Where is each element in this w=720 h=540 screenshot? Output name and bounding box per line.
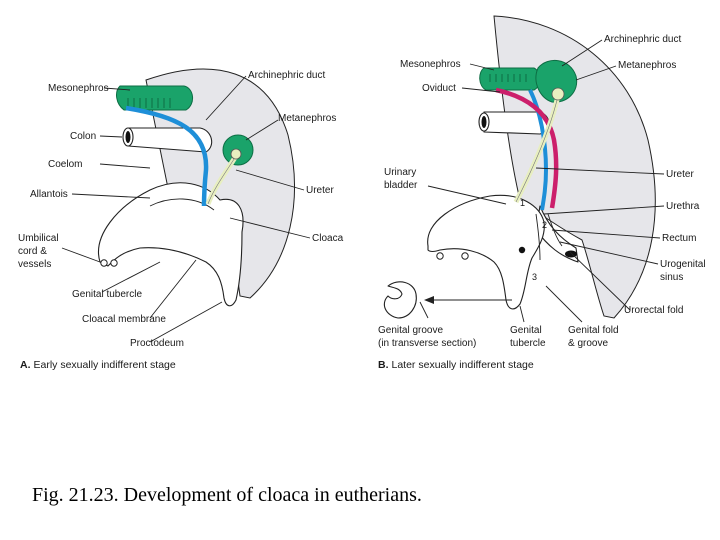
panel-b-urogenital-sinus-label-1: Urogenital — [660, 259, 706, 270]
panel-a-colon-label: Colon — [70, 131, 96, 142]
panel-b-title-letter: B. — [378, 359, 389, 371]
panel-a-leaders — [61, 75, 311, 343]
panel-a-umbilical-vessel-2 — [110, 259, 118, 267]
panel-b-oviduct-label: Oviduct — [422, 83, 456, 94]
panel-a-allantois-label: Allantois — [30, 189, 68, 200]
panel-b-ureteric-bud — [551, 87, 565, 101]
panel-a-genital-tubercle-label: Genital tubercle — [72, 289, 142, 300]
panel-b-genital-groove-label-2: (in transverse section) — [378, 338, 476, 349]
panel-b-sinus-opening — [518, 246, 526, 254]
panel-a-ureter-label: Ureter — [306, 185, 334, 196]
panel-b-urethra-wall — [535, 213, 541, 261]
panel-b-urorectal-wall — [547, 213, 563, 247]
panel-b-colon-lumen-dark — [481, 116, 487, 128]
panel-b-ureter-edge — [515, 95, 559, 203]
panel-a-cloaca-label: Cloaca — [312, 233, 344, 244]
panel-b-title-text: Later sexually indifferent stage — [392, 359, 534, 371]
panel-b-genital-groove-label-1: Genital groove — [378, 325, 443, 336]
panel-a-cloaca — [98, 182, 244, 307]
panel-b-leaders — [419, 39, 665, 323]
panel-b-title: B.Later sexually indifferent stage — [378, 359, 534, 371]
panel-b-genital-tubercle-label-1: Genital — [510, 325, 542, 336]
panel-a-title-text: Early sexually indifferent stage — [34, 359, 176, 371]
panel-b-urinary-bladder-label-1: Urinary — [384, 167, 416, 178]
panel-b-genital-fold-label-2: & groove — [568, 338, 608, 349]
panel-b-mesonephric-tubules — [489, 74, 527, 82]
panel-a-title-letter: A. — [20, 359, 31, 371]
panel-b-metanephros — [535, 60, 578, 103]
panel-b-num-1: 1 — [520, 198, 525, 208]
panel-a-ureter-edge — [207, 155, 237, 205]
panel-a-title: A.Early sexually indifferent stage — [20, 359, 176, 371]
panel-b-genital-fold-label-1: Genital fold — [568, 325, 619, 336]
panel-b-ureter-label: Ureter — [666, 169, 694, 180]
panel-a-umbilical-vessel-1 — [100, 259, 108, 267]
panel-a-proctodeum-label: Proctodeum — [130, 338, 184, 349]
panel-b-urogenital-sinus-label-2: sinus — [660, 272, 683, 283]
panel-b-archinephric-duct-label: Archinephric duct — [604, 34, 681, 45]
panel-a-allantois-line — [149, 198, 215, 211]
panel-b: 1 2 3 Archinephric duct Mesonephros Meta… — [378, 15, 706, 371]
panel-b-bladder — [427, 194, 545, 310]
panel-b-rectum — [535, 205, 579, 263]
panel-a-coelom-label: Coelom — [48, 159, 82, 170]
panel-b-umbilical-vessel-2 — [461, 252, 469, 260]
panel-b-num-2: 2 — [542, 220, 547, 230]
panel-b-urorectal-fold-label: Urorectal fold — [624, 305, 683, 316]
panel-a-metanephros-label: Metanephros — [278, 113, 336, 124]
panel-b-rectum-label: Rectum — [662, 233, 696, 244]
panel-b-umbilical-vessel-1 — [436, 252, 444, 260]
panel-b-mesonephros-label: Mesonephros — [400, 59, 461, 70]
panel-b-genital-groove-section — [383, 281, 417, 319]
panel-b-metanephros-label: Metanephros — [618, 60, 676, 71]
panel-a-ureteric-bud — [230, 148, 242, 160]
panel-a-mesonephros — [116, 85, 193, 111]
panel-b-genital-tubercle-label-2: tubercle — [510, 338, 546, 349]
panel-b-urethra-label: Urethra — [666, 201, 700, 212]
panel-b-oviduct — [495, 87, 559, 209]
panel-b-arrow-head — [424, 296, 434, 304]
panel-b-urinary-bladder-label-2: bladder — [384, 180, 418, 191]
panel-a-umbilical-label-1: Umbilical — [18, 233, 59, 244]
panel-b-mesonephros — [479, 67, 541, 91]
panel-b-body-wall — [493, 15, 656, 319]
panel-a-umbilical-label-2: cord & — [18, 246, 47, 257]
panel-a-archinephric-duct — [125, 105, 209, 207]
panel-b-num-3: 3 — [532, 272, 537, 282]
figure-caption: Fig. 21.23. Development of cloaca in eut… — [32, 484, 422, 506]
panel-a-archinephric-duct-label: Archinephric duct — [248, 70, 325, 81]
panel-a: Mesonephros Archinephric duct Metanephro… — [18, 68, 344, 371]
panel-a-umbilical-label-3: vessels — [18, 259, 51, 270]
panel-a-mesonephros-label: Mesonephros — [48, 83, 109, 94]
panel-a-colon-lumen-dark — [125, 131, 131, 143]
panel-a-cloacal-membrane-label: Cloacal membrane — [82, 314, 166, 325]
